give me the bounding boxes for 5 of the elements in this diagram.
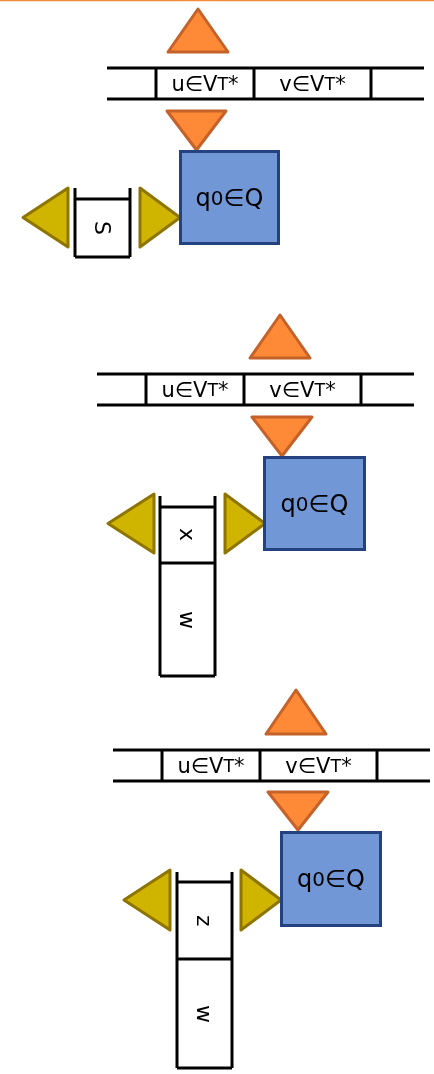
stack-cell: z [179,884,230,957]
stack-cell: x [162,509,213,561]
stack-cell: w [179,961,230,1066]
stack-cell: w [162,565,213,674]
stack-cell: S [77,201,128,255]
